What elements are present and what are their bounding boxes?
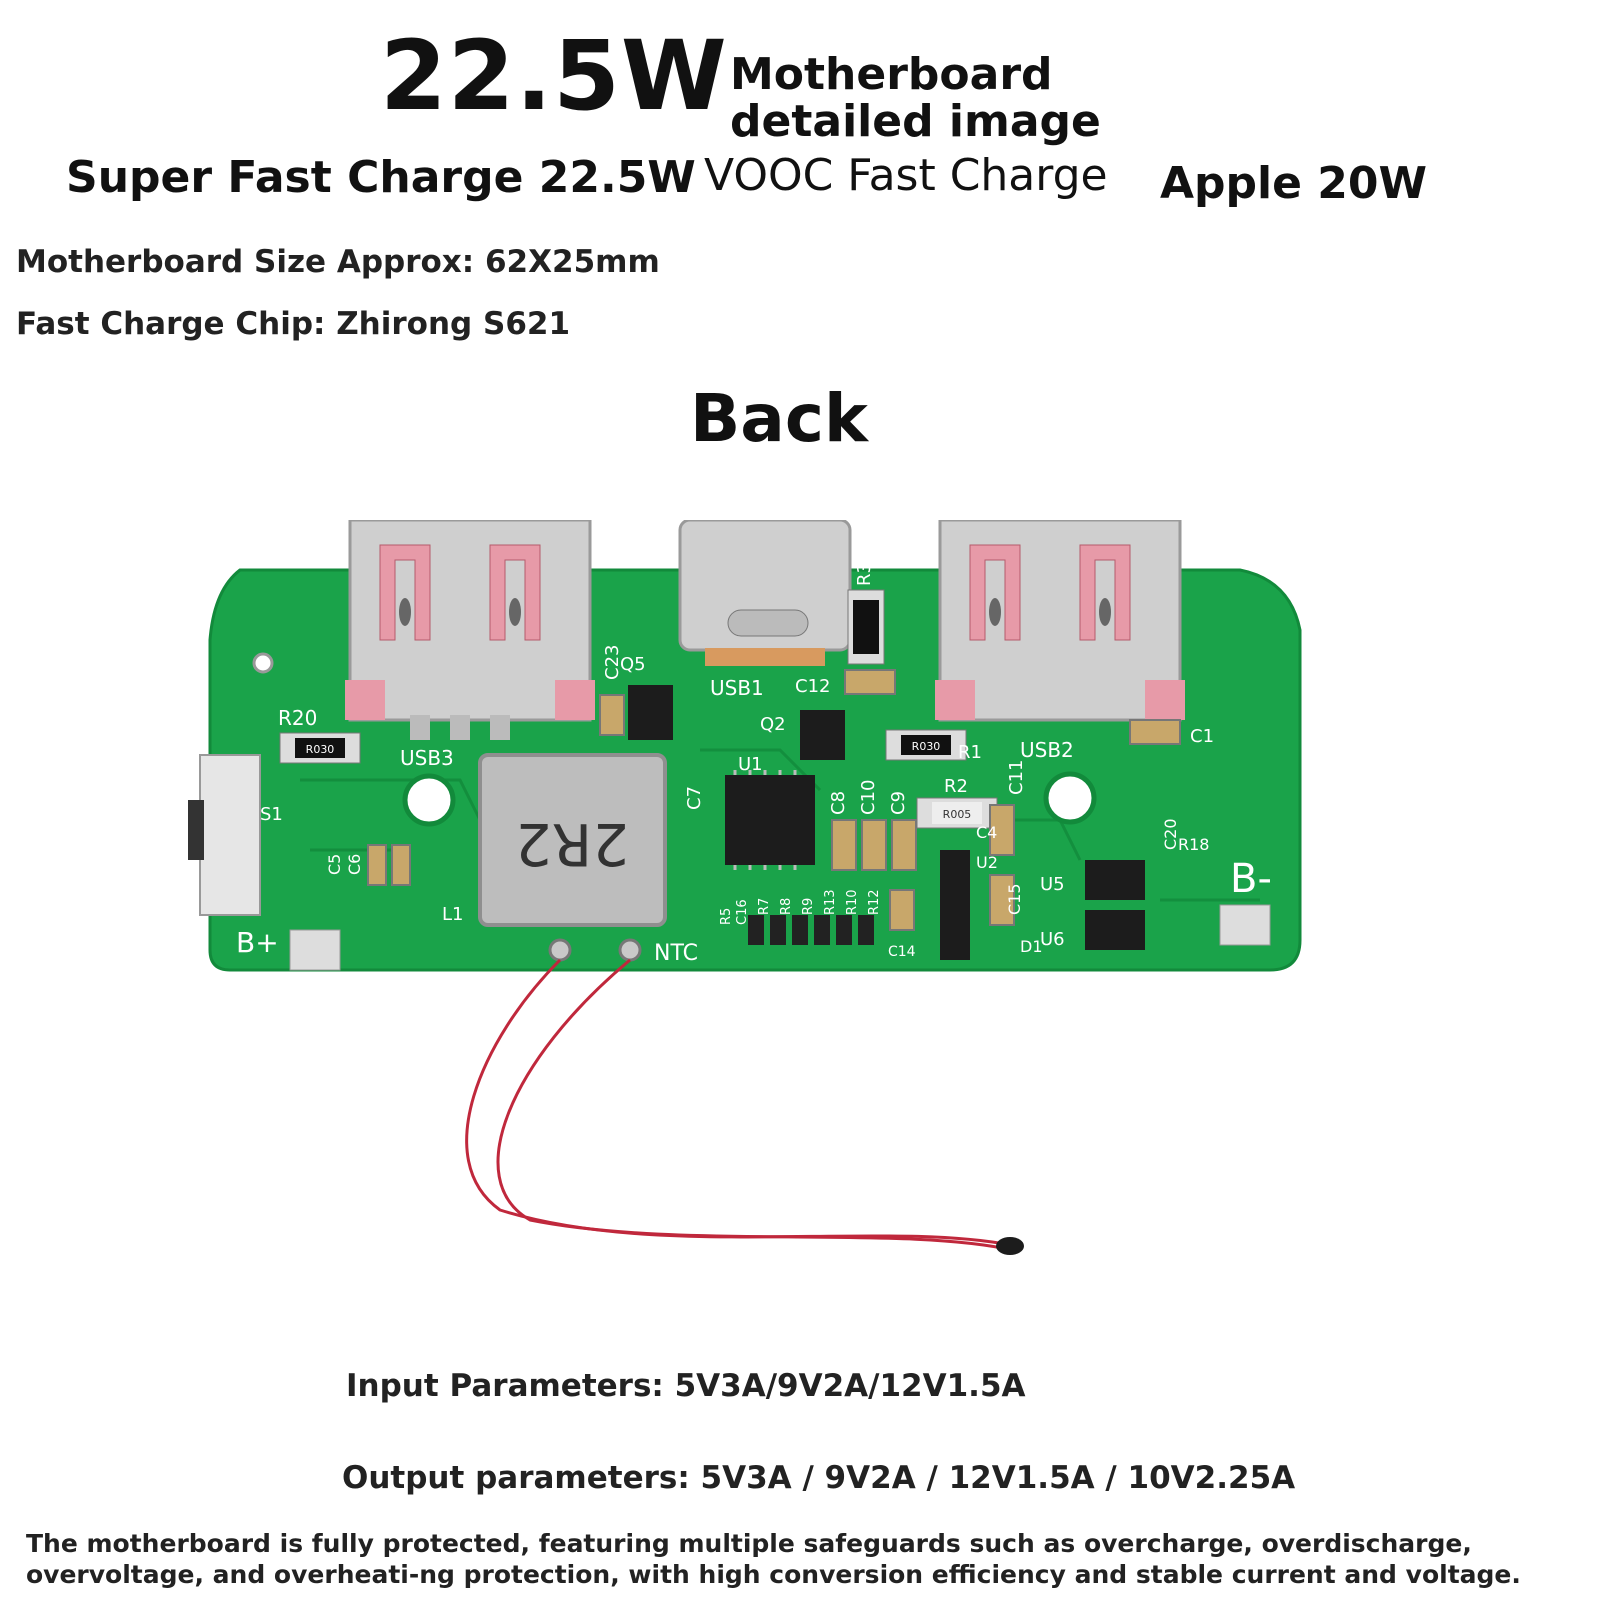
svg-text:R8: R8 — [779, 898, 794, 915]
svg-text:U6: U6 — [1040, 929, 1065, 950]
svg-text:C10: C10 — [858, 780, 879, 815]
pad-b-minus — [1219, 904, 1271, 946]
usb-c-port — [678, 520, 852, 666]
ntc-thermistor — [996, 1237, 1024, 1255]
pcb-image: 2R2 R030 R030 R005 — [188, 520, 1302, 1255]
svg-text:R9: R9 — [801, 898, 816, 915]
mount-hole — [402, 773, 456, 827]
resistor-array — [748, 915, 874, 945]
svg-text:R20: R20 — [278, 706, 317, 730]
resistor-r2: R005 — [916, 797, 998, 829]
svg-text:R5: R5 — [719, 908, 734, 925]
power-rating-title: 22.5W — [380, 20, 728, 132]
svg-text:C9: C9 — [888, 791, 909, 815]
svg-text:C12: C12 — [795, 676, 830, 697]
svg-text:U2: U2 — [976, 853, 998, 872]
svg-text:R005: R005 — [943, 808, 972, 821]
svg-text:C20: C20 — [1161, 818, 1180, 850]
transistor-group — [628, 685, 1145, 960]
svg-text:B+: B+ — [236, 926, 279, 959]
svg-text:R030: R030 — [912, 740, 941, 753]
feature-apple: Apple 20W — [1160, 158, 1428, 209]
svg-text:U5: U5 — [1040, 874, 1065, 895]
capacitor-group — [367, 669, 1181, 931]
spec-chip: Fast Charge Chip: Zhirong S621 — [16, 306, 571, 342]
svg-text:Q5: Q5 — [620, 654, 646, 675]
svg-text:C7: C7 — [684, 786, 705, 810]
usb-a-port-right — [935, 520, 1185, 722]
output-parameters: Output parameters: 5V3A / 9V2A / 12V1.5A… — [342, 1460, 1296, 1496]
mount-hole — [252, 652, 274, 674]
svg-text:C8: C8 — [828, 791, 849, 815]
svg-text:USB2: USB2 — [1020, 738, 1074, 762]
svg-text:U1: U1 — [738, 754, 763, 775]
header-subtitle: Motherboard detailed image — [730, 49, 1101, 147]
svg-text:D1: D1 — [1020, 937, 1043, 956]
svg-text:L1: L1 — [442, 904, 463, 925]
pad-b-plus — [289, 929, 341, 971]
svg-text:R030: R030 — [306, 743, 335, 756]
svg-text:R3: R3 — [854, 562, 875, 586]
svg-text:USB1: USB1 — [710, 676, 764, 700]
svg-text:C14: C14 — [888, 944, 916, 960]
svg-text:R10: R10 — [845, 889, 860, 915]
resistor-r3 — [847, 589, 885, 665]
svg-text:2R2: 2R2 — [515, 810, 629, 878]
feature-super-fast-charge: Super Fast Charge 22.5W — [66, 152, 696, 203]
ntc-wire — [465, 958, 1011, 1247]
svg-text:R18: R18 — [1178, 835, 1209, 854]
protection-note: The motherboard is fully protected, feat… — [26, 1529, 1521, 1590]
svg-text:C1: C1 — [1190, 726, 1214, 747]
svg-text:S1: S1 — [260, 804, 283, 825]
svg-text:R12: R12 — [867, 889, 882, 915]
svg-text:C16: C16 — [735, 899, 750, 925]
svg-text:Q2: Q2 — [760, 714, 786, 735]
svg-text:B-: B- — [1230, 856, 1272, 902]
resistor-r20: R030 — [279, 732, 361, 764]
feature-vooc: VOOC Fast Charge — [704, 150, 1108, 201]
svg-text:USB3: USB3 — [400, 746, 454, 770]
spec-board-size: Motherboard Size Approx: 62X25mm — [16, 244, 660, 280]
svg-text:R1: R1 — [958, 742, 982, 763]
view-title: Back — [690, 380, 868, 457]
svg-text:NTC: NTC — [654, 941, 698, 966]
input-parameters: Input Parameters: 5V3A/9V2A/12V1.5A — [346, 1368, 1026, 1404]
svg-text:C4: C4 — [976, 823, 997, 842]
svg-text:R2: R2 — [944, 776, 968, 797]
chip-u1 — [725, 770, 815, 870]
svg-text:C23: C23 — [602, 645, 623, 680]
slide-switch-s1 — [188, 754, 261, 916]
svg-text:C6: C6 — [345, 854, 364, 875]
svg-text:C15: C15 — [1005, 883, 1024, 915]
svg-text:R13: R13 — [823, 889, 838, 915]
svg-text:R7: R7 — [757, 898, 772, 915]
svg-text:C5: C5 — [325, 854, 344, 875]
mount-hole — [1043, 771, 1097, 825]
svg-text:C11: C11 — [1006, 760, 1027, 795]
inductor-l1: 2R2 — [478, 753, 667, 927]
resistor-r1: R030 — [885, 729, 967, 761]
usb-a-port-left — [345, 520, 595, 740]
